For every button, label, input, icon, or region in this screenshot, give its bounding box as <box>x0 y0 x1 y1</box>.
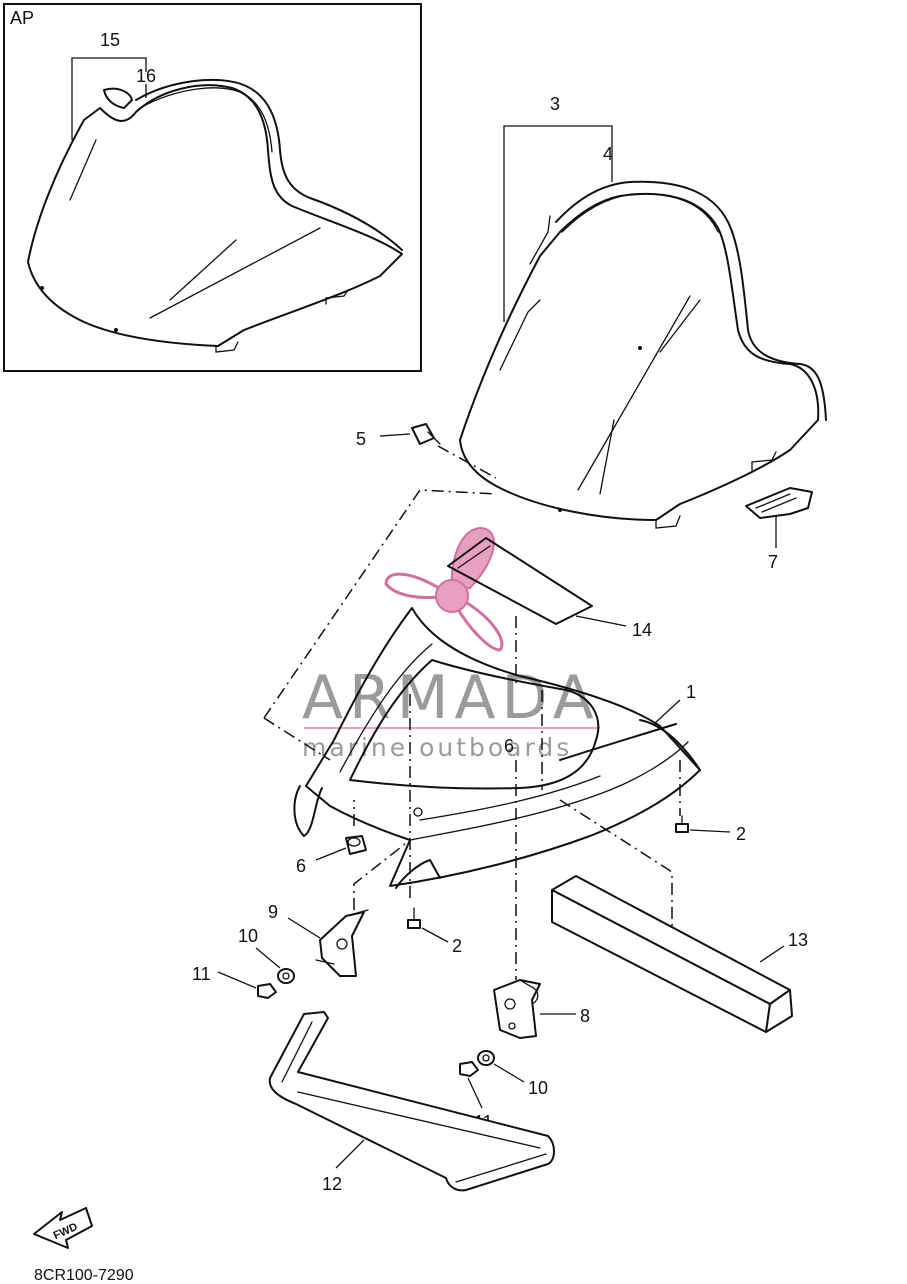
watermark-title: ARMADA <box>302 663 600 733</box>
part-6-grommet: 6 <box>296 835 367 876</box>
cowl-side <box>409 741 689 841</box>
windshield-ap-tab <box>215 341 239 353</box>
windshield-ap-hole2 <box>40 286 44 290</box>
part-10-washer-left: 10 <box>238 926 295 984</box>
callout-5: 5 <box>356 429 366 449</box>
watermark: ARMADA marine outboards <box>302 526 600 762</box>
cowl-opening-rim <box>339 643 433 773</box>
callout-10-left: 10 <box>238 926 258 946</box>
windshield-main: 3 4 <box>459 94 827 529</box>
callout-9: 9 <box>268 902 278 922</box>
windshield-ap-lip <box>103 87 133 109</box>
part-1-cowl: 1 6 <box>263 489 701 980</box>
callout-14: 14 <box>632 620 652 640</box>
part-12-bumper: 12 <box>268 1011 555 1194</box>
cowl-side2 <box>419 775 601 821</box>
fwd-arrow-icon: FWD <box>33 1207 93 1249</box>
part-5-screw: 5 <box>356 423 497 479</box>
dash-left-frame2 <box>263 717 331 761</box>
cowl-body <box>305 607 701 887</box>
part-2-screw-right: 2 <box>675 815 746 844</box>
cowl-stripe <box>559 723 677 761</box>
windshield-notch <box>529 215 551 265</box>
windshield-ap-edge <box>69 139 97 201</box>
inset-frame <box>3 3 422 372</box>
callout-11-left: 11 <box>192 964 211 984</box>
windshield-ap-trim <box>135 78 403 251</box>
windshield-ap-tab2 <box>325 289 349 305</box>
part-9-bracket: 9 <box>268 839 411 977</box>
part-10-washer-right: 10 <box>477 1050 548 1098</box>
part-14-panel: 14 <box>447 537 652 640</box>
callout-6: 6 <box>296 856 306 876</box>
callout-8: 8 <box>580 1006 590 1026</box>
part-11-nut-left: 11 <box>192 964 277 999</box>
cowl-opening <box>349 659 600 790</box>
windshield-ap-glare2 <box>169 239 237 301</box>
propeller-logo <box>384 526 504 652</box>
windshield-glare <box>577 295 691 491</box>
windshield-glare3 <box>659 299 701 353</box>
part-2-screw-center: 2 <box>407 907 462 956</box>
callout-7: 7 <box>768 552 778 572</box>
dash-9 <box>353 839 411 910</box>
callout-15: 15 <box>100 30 120 50</box>
callout-3: 3 <box>550 94 560 114</box>
windshield-ap <box>27 84 403 347</box>
watermark-subtitle: marine outboards <box>302 733 572 762</box>
inset-label: AP <box>10 8 34 28</box>
windshield-body <box>459 193 820 521</box>
windshield-ap-glare <box>149 227 321 319</box>
callout-10-right: 10 <box>528 1078 548 1098</box>
inset-ap: AP 15 16 <box>3 3 422 372</box>
cowl-front-lip <box>293 785 323 837</box>
callout-12: 12 <box>322 1174 342 1194</box>
windshield-trim-outer <box>555 180 827 421</box>
windshield-hole2 <box>638 346 642 350</box>
part-7-bracket: 7 <box>745 487 813 572</box>
callout-4: 4 <box>603 144 613 164</box>
callout-6-inner: 6 <box>504 736 514 756</box>
cowl-hole <box>413 807 423 817</box>
windshield-ap-hole <box>114 328 118 332</box>
windshield-tab <box>655 515 681 529</box>
callout-1: 1 <box>686 682 696 702</box>
callout-2-center: 2 <box>452 936 462 956</box>
callout-13: 13 <box>788 930 808 950</box>
bracket-15 <box>71 57 147 140</box>
part-13-block: 13 <box>551 875 808 1033</box>
cowl-nose <box>395 859 441 889</box>
windshield-trim-inner <box>561 193 719 233</box>
diagram-code: 8CR100-7290 <box>34 1267 134 1284</box>
windshield-hole <box>558 508 562 512</box>
windshield-tab2 <box>751 451 777 471</box>
windshield-ap-trim-inner <box>139 87 273 153</box>
windshield-left-edge <box>499 299 541 371</box>
part-8-bracket: 8 <box>493 979 590 1039</box>
windshield-glare2 <box>599 419 615 495</box>
dash-5 <box>437 445 497 479</box>
dash-13 <box>559 799 673 940</box>
callout-16: 16 <box>136 66 156 86</box>
bracket-3 <box>503 125 613 322</box>
cowl-top-edge <box>639 719 701 771</box>
callout-2-right: 2 <box>736 824 746 844</box>
